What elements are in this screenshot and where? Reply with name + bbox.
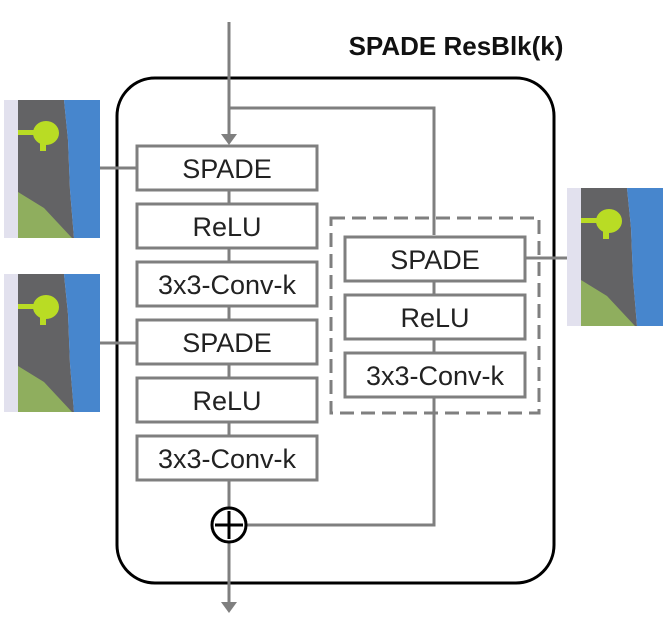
shortcut-dashed-frame xyxy=(329,216,541,415)
shortcut-to-sum-line xyxy=(247,397,436,527)
segmap-thumbnail xyxy=(4,274,100,412)
main-block-spade: SPADE xyxy=(135,144,319,192)
output-arrowhead xyxy=(221,602,237,613)
block-label: 3x3-Conv-k xyxy=(366,361,505,391)
diagram-title: SPADE ResBlk(k) xyxy=(349,31,564,61)
main-block-conv: 3x3-Conv-k xyxy=(135,260,319,308)
shortcut-block-relu: ReLU xyxy=(343,293,527,341)
main-block-relu: ReLU xyxy=(135,202,319,250)
resblk-frame xyxy=(115,76,556,585)
block-label: SPADE xyxy=(182,154,272,184)
main-block-conv: 3x3-Conv-k xyxy=(135,434,319,482)
shortcut-block-conv: 3x3-Conv-k xyxy=(343,351,527,399)
sum-node xyxy=(210,506,248,544)
block-label: SPADE xyxy=(182,328,272,358)
block-label: ReLU xyxy=(192,212,261,242)
input-arrowhead xyxy=(221,134,237,145)
block-label: 3x3-Conv-k xyxy=(158,444,297,474)
shortcut-block-spade: SPADE xyxy=(343,235,527,283)
block-label: ReLU xyxy=(192,386,261,416)
main-block-spade: SPADE xyxy=(135,318,319,366)
main-block-relu: ReLU xyxy=(135,376,319,424)
segmap-thumbnail xyxy=(567,188,663,326)
block-label: 3x3-Conv-k xyxy=(158,270,297,300)
block-label: ReLU xyxy=(400,303,469,333)
segmap-thumbnail xyxy=(4,100,100,238)
shortcut-branch-line xyxy=(229,106,436,235)
block-label: SPADE xyxy=(390,245,480,275)
